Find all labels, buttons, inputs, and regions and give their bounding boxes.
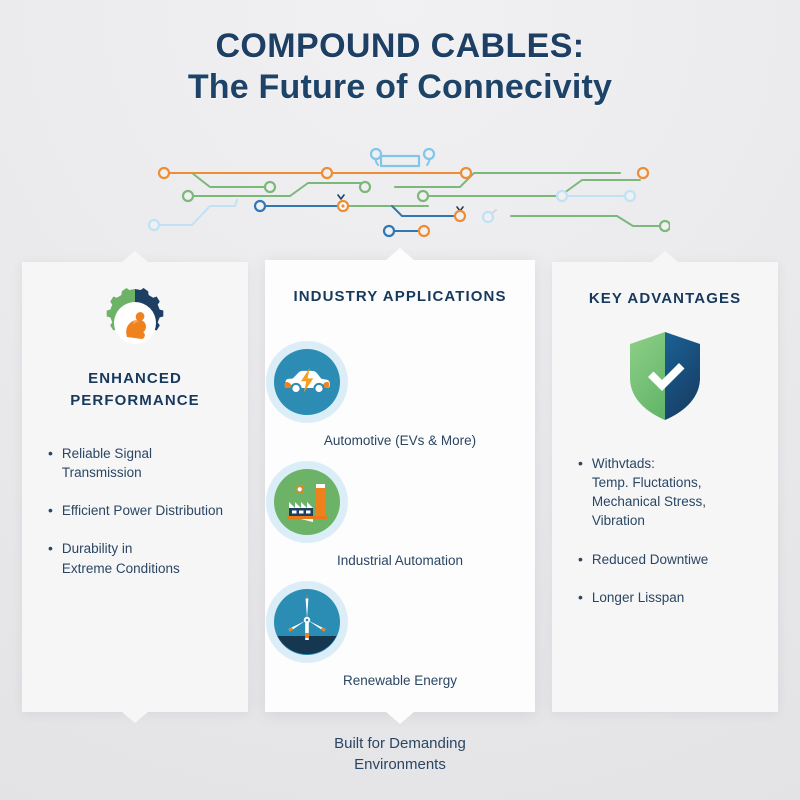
panel-top-notch xyxy=(652,251,678,262)
bullet-dot-icon: • xyxy=(48,445,53,461)
shield-check-icon xyxy=(624,330,706,422)
list-item: • Efficient Power Distribution xyxy=(48,501,234,520)
panel-industry-applications: INDUSTRY APPLICATIONS Automotive (EVs & … xyxy=(265,248,535,724)
bullet-dot-icon: • xyxy=(48,502,53,519)
bullet-text: Reduced Downtiwe xyxy=(591,551,709,567)
footer-caption: Built for Demanding Environments xyxy=(334,735,466,774)
bullet-text: Longer Lisspan xyxy=(591,589,685,605)
title-line-1: COMPOUND CABLES: xyxy=(215,27,585,65)
gear-muscle-icon xyxy=(98,286,172,360)
bullet-dot-icon: • xyxy=(578,455,583,471)
list-item: • Longer Lisspan xyxy=(578,588,768,607)
application-item-renewable: Renewable Energy xyxy=(265,580,535,688)
panel-bottom-notch xyxy=(122,712,148,723)
enhanced-performance-bullet-list: • Reliable Signal Transmission • Efficie… xyxy=(48,444,234,597)
application-label: Automotive (EVs & More) xyxy=(323,433,477,448)
list-item: • Durability in Extreme Conditions xyxy=(48,539,234,577)
bullet-dot-icon: • xyxy=(578,550,583,567)
panel-heading-key-advantages: KEY ADVANTAGES xyxy=(588,290,742,307)
list-item: • Reliable Signal Transmission xyxy=(48,444,234,482)
panel-top-notch xyxy=(386,248,414,260)
electric-car-icon xyxy=(265,340,535,424)
page-title: COMPOUND CABLES: The Future of Connecivi… xyxy=(0,26,800,110)
bullet-text: Efficient Power Distribution xyxy=(61,503,223,519)
panel-bottom-notch xyxy=(386,712,414,724)
application-label: Industrial Automation xyxy=(336,553,464,568)
panel-key-advantages: KEY ADVANTAGES xyxy=(552,251,778,712)
wind-turbine-icon xyxy=(265,580,535,664)
bullet-dot-icon: • xyxy=(48,540,53,557)
panel-top-notch xyxy=(122,251,148,262)
title-line-2: The Future of Connecivity xyxy=(187,68,613,107)
application-item-industrial: Industrial Automation xyxy=(265,460,535,568)
list-item: • Reduced Downtiwe xyxy=(578,550,768,569)
bullet-dot-icon: • xyxy=(578,588,583,605)
application-label: Renewable Energy xyxy=(342,673,458,688)
panel-heading-enhanced-performance: ENHANCED PERFORMANCE xyxy=(70,370,200,409)
application-item-automotive: Automotive (EVs & More) xyxy=(265,340,535,448)
list-item: • Withvtads: Temp. Fluctations, Mechanic… xyxy=(578,454,768,531)
key-advantages-bullet-list: • Withvtads: Temp. Fluctations, Mechanic… xyxy=(578,454,768,626)
bullet-text: Durability in Extreme Conditions xyxy=(61,541,180,576)
bullet-text: Reliable Signal Transmission xyxy=(61,446,152,481)
panel-heading-industry-applications: INDUSTRY APPLICATIONS xyxy=(293,288,507,305)
panel-enhanced-performance: ENHANCED PERFORMANCE • Reliable Signal T… xyxy=(22,251,248,723)
factory-icon xyxy=(265,460,535,544)
circuit-trace-graphic xyxy=(130,140,670,250)
bullet-text: Withvtads: Temp. Fluctations, Mechanical… xyxy=(591,456,706,529)
